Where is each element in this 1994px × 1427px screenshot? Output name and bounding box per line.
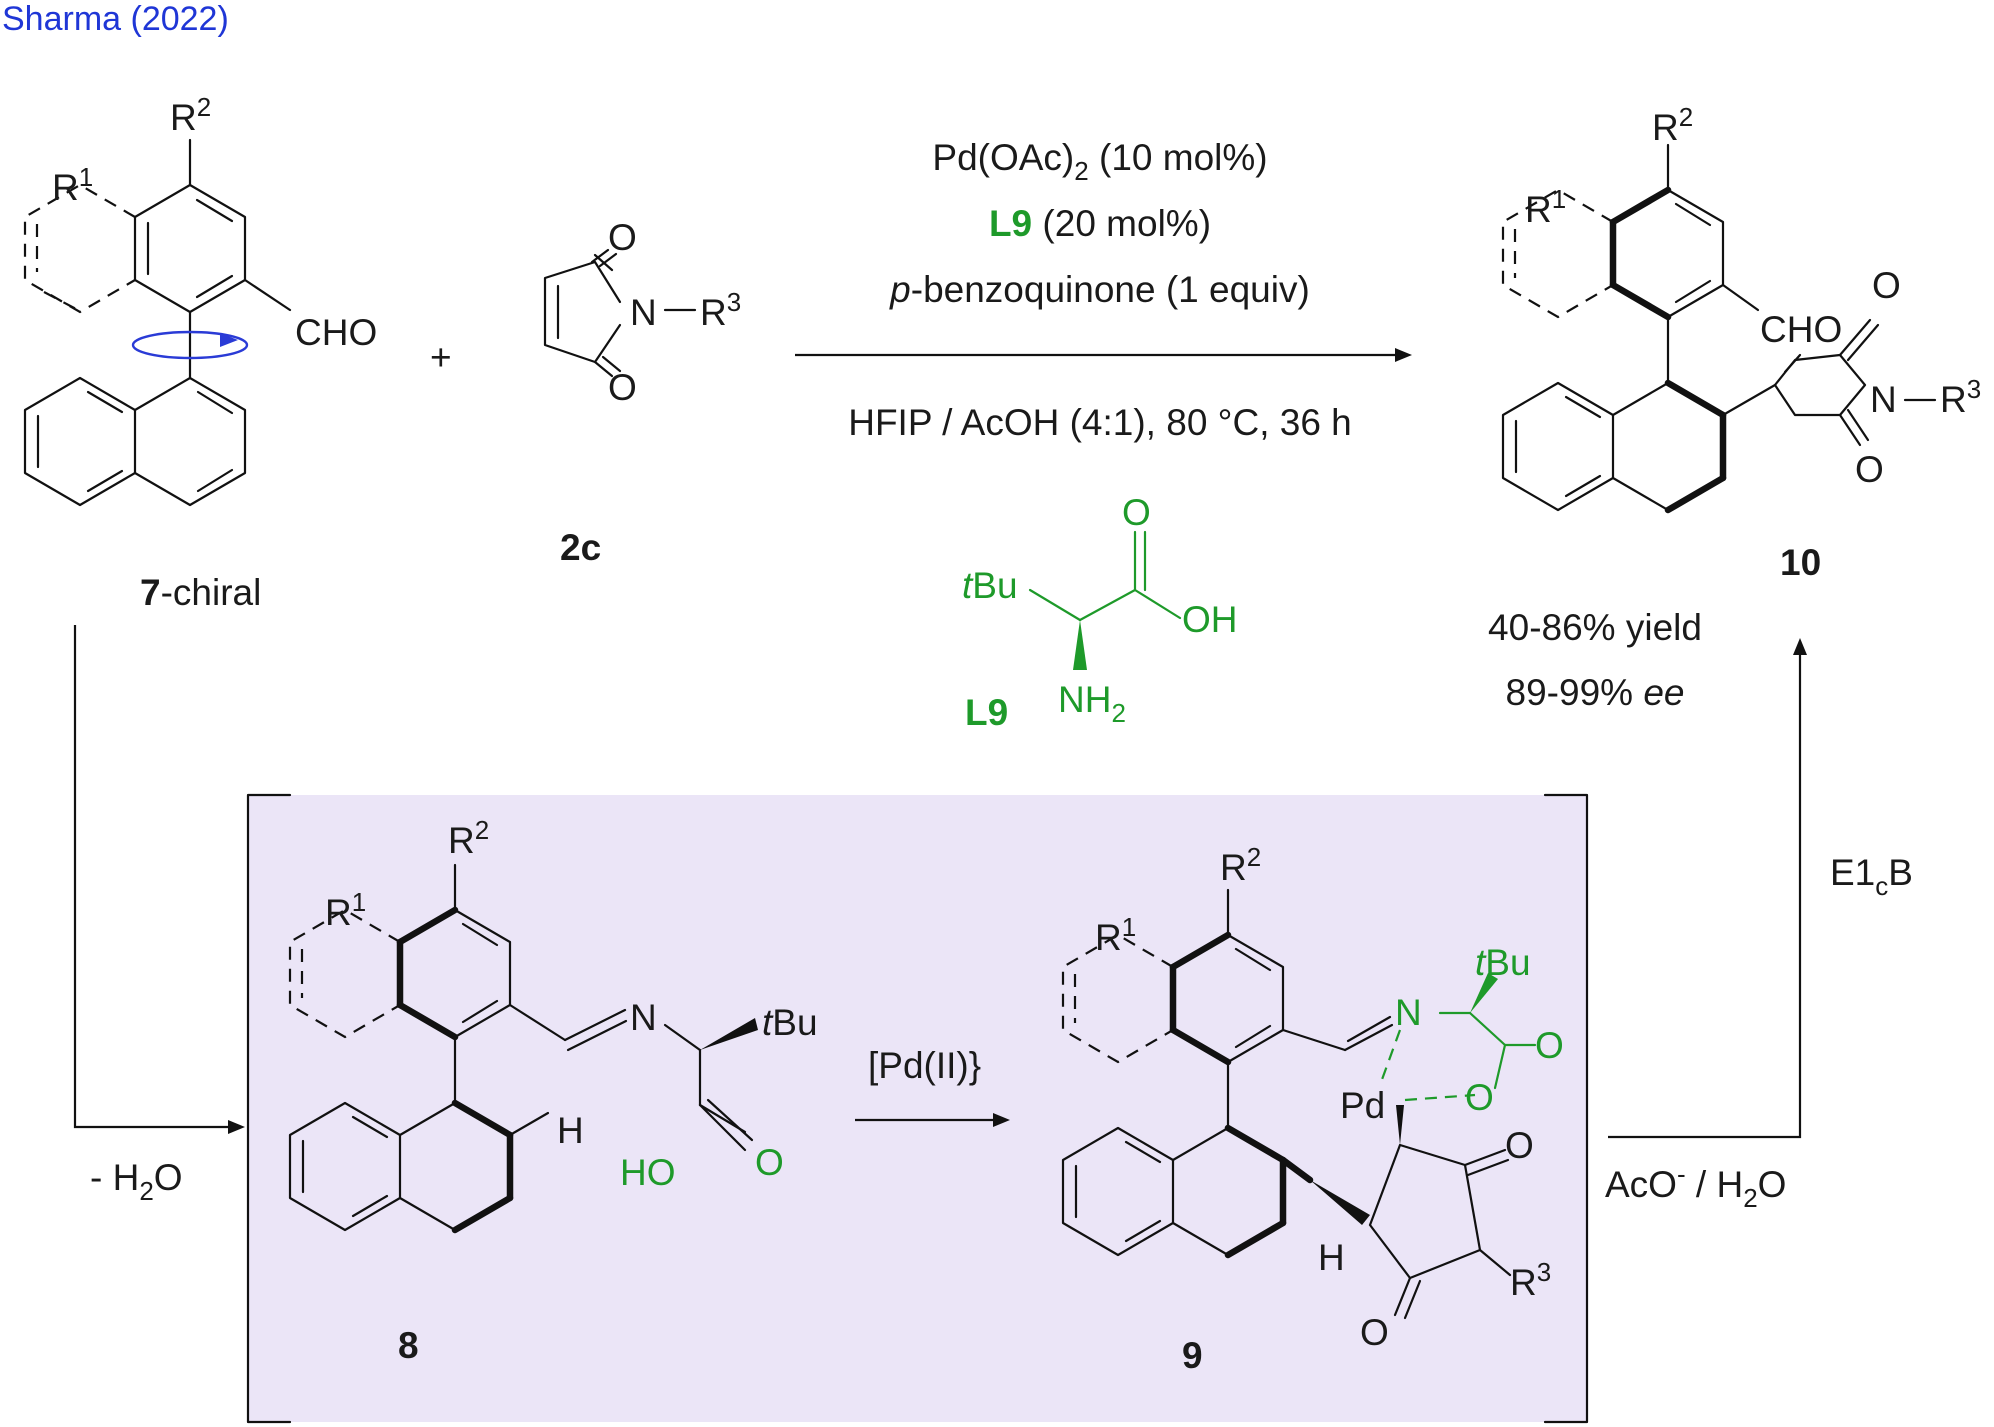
maleimide-o-bottom: O — [608, 367, 637, 408]
substrate-r2: R2 — [170, 92, 211, 138]
plus-sign: + — [430, 337, 452, 378]
int9-ketone-o2: O — [1360, 1312, 1389, 1353]
int8-n: N — [630, 997, 657, 1038]
elimination-arrow — [1608, 655, 1802, 1139]
left-bracket — [246, 793, 292, 1424]
right-bracket — [1543, 793, 1589, 1424]
maleimide-n: N — [630, 292, 657, 333]
product-10: R2 R1 CHO O O N R3 10 40-86% yield 89-99… — [1488, 102, 1981, 713]
int9-pd: Pd — [1340, 1085, 1385, 1126]
e1cb-label: E1cB — [1830, 852, 1913, 901]
citation-label: Sharma (2022) — [2, 0, 229, 38]
acetate-label: AcO- / H2O — [1605, 1159, 1786, 1213]
ligand-tbu: tBu — [962, 565, 1018, 606]
condensation-arrow — [73, 625, 228, 1129]
ligand-oh: OH — [1182, 599, 1238, 640]
int9-ketone-o1: O — [1505, 1125, 1534, 1166]
ligand-label: L9 — [965, 692, 1008, 733]
substrate-cho: CHO — [295, 312, 377, 353]
intermediate-box — [248, 795, 1586, 1422]
pd-step-label: [Pd(II)} — [868, 1045, 981, 1086]
maleimide-2c: O O N R3 2c — [543, 217, 741, 568]
int9-r1: R1 — [1095, 912, 1136, 958]
substrate-label: 7-chiral — [140, 572, 261, 613]
int8-tbu: tBu — [762, 1002, 818, 1043]
maleimide-o-top: O — [608, 217, 637, 258]
int9-n: N — [1395, 992, 1422, 1033]
int8-h: H — [557, 1110, 584, 1151]
product-r1: R1 — [1525, 184, 1566, 230]
product-o-top: O — [1872, 265, 1901, 306]
int9-ring-o: O — [1465, 1077, 1494, 1118]
maleimide-r3: R3 — [700, 287, 741, 333]
product-r3: R3 — [1940, 374, 1981, 420]
conditions-oxidant: p-benzoquinone (1 equiv) — [889, 269, 1310, 310]
int9-carbonyl-o: O — [1535, 1025, 1564, 1066]
int9-r3: R3 — [1510, 1257, 1551, 1303]
ligand-carbonyl-o: O — [1122, 492, 1151, 533]
conditions-ligand: L9 (20 mol%) — [989, 203, 1211, 244]
int8-r1: R1 — [325, 887, 366, 933]
intermediate-8: R2 R1 N tBu H HO O 8 — [288, 815, 818, 1366]
product-o-bottom: O — [1855, 449, 1884, 490]
product-r2: R2 — [1652, 102, 1693, 148]
int8-label: 8 — [398, 1325, 419, 1366]
ligand-l9: tBu O OH NH2 L9 — [962, 492, 1238, 733]
int9-tbu: tBu — [1475, 942, 1531, 983]
int9-h: H — [1318, 1237, 1345, 1278]
int8-r2: R2 — [448, 815, 489, 861]
maleimide-label: 2c — [560, 527, 601, 568]
ligand-nh2: NH2 — [1058, 679, 1126, 728]
product-cho: CHO — [1760, 309, 1842, 350]
substrate-r1: R1 — [52, 162, 93, 208]
int9-label: 9 — [1182, 1335, 1203, 1376]
substrate-7: R1 R2 CHO 7-chiral — [23, 92, 377, 613]
product-label: 10 — [1780, 542, 1821, 583]
intermediate-9: R2 R1 N tBu O O Pd O O H R3 9 — [1061, 842, 1564, 1376]
int8-o: O — [755, 1142, 784, 1183]
product-n: N — [1870, 379, 1897, 420]
conditions-solvent: HFIP / AcOH (4:1), 80 °C, 36 h — [848, 402, 1352, 443]
product-ee: 89-99% ee — [1506, 672, 1685, 713]
int9-r2: R2 — [1220, 842, 1261, 888]
product-yield: 40-86% yield — [1488, 607, 1702, 648]
conditions-catalyst: Pd(OAc)2 (10 mol%) — [932, 137, 1267, 186]
int8-ho: HO — [620, 1152, 676, 1193]
water-loss-label: - H2O — [90, 1157, 183, 1206]
